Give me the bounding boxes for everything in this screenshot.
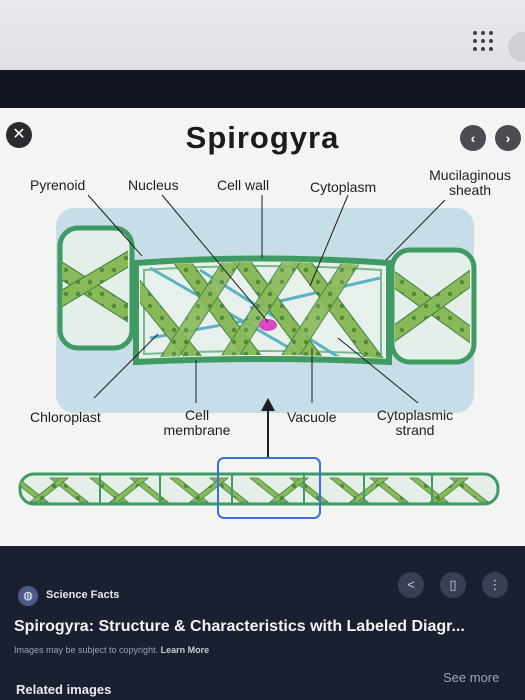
image-info-panel: ◍ Science Facts < ▯ ⋮ Spirogyra: Structu… [0, 546, 525, 700]
label-pyrenoid: Pyrenoid [30, 177, 86, 193]
label-cytoplasm: Cytoplasm [310, 179, 377, 195]
label-mucilaginous-sheath-line1: Mucilaginous [429, 167, 511, 183]
avatar[interactable] [508, 32, 525, 62]
image-preview-card: Spirogyra ✕ ‹ › Pyrenoid Nucleus Cell wa… [0, 108, 525, 546]
upward-arrow [261, 398, 275, 458]
middle-cell [133, 255, 392, 366]
spirogyra-diagram [18, 194, 500, 519]
source-name[interactable]: Science Facts [46, 589, 120, 601]
top-dark-band [0, 70, 525, 110]
share-button[interactable]: < [398, 572, 424, 598]
pointer-lines [87, 194, 446, 404]
bookmark-icon: ▯ [449, 577, 457, 592]
apps-grid-icon[interactable] [472, 30, 494, 52]
label-cytoplasmic-strand-line1: Cytoplasmic [376, 407, 454, 423]
copyright-text: Images may be subject to copyright. [14, 645, 159, 655]
more-options-button[interactable]: ⋮ [482, 572, 508, 598]
highlight-box [217, 457, 321, 519]
nucleus-shape [259, 319, 277, 331]
copyright-notice: Images may be subject to copyright. Lear… [14, 645, 209, 655]
label-cell-membrane-line1: Cell [184, 407, 210, 423]
filament-strip [18, 472, 500, 506]
page-title: Spirogyra [185, 120, 340, 155]
label-cell-wall: Cell wall [217, 177, 270, 193]
save-button[interactable]: ▯ [440, 572, 466, 598]
see-more-link[interactable]: See more [443, 670, 500, 685]
label-vacuole: Vacuole [287, 409, 337, 425]
label-mucilaginous-sheath: Mucilaginous sheath [418, 168, 522, 198]
more-vert-icon: ⋮ [488, 577, 502, 592]
close-button[interactable]: ✕ [6, 122, 32, 148]
label-mucilaginous-sheath-line2: sheath [448, 182, 492, 198]
label-cell-membrane-line2: membrane [163, 422, 231, 438]
previous-image-button[interactable]: ‹ [460, 125, 486, 151]
share-icon: < [407, 577, 415, 592]
label-chloroplast: Chloroplast [30, 409, 101, 425]
chevron-left-icon: ‹ [470, 130, 476, 146]
right-cell [389, 247, 477, 365]
chevron-right-icon: › [505, 130, 511, 146]
label-nucleus: Nucleus [128, 177, 179, 193]
label-cell-membrane: Cell membrane [152, 408, 242, 438]
label-cytoplasmic-strand: Cytoplasmic strand [366, 408, 464, 438]
close-icon: ✕ [12, 126, 26, 143]
left-cell [57, 225, 135, 351]
label-cytoplasmic-strand-line2: strand [395, 422, 435, 438]
browser-top-bar [0, 0, 525, 70]
next-image-button[interactable]: › [495, 125, 521, 151]
related-images-heading: Related images [16, 682, 112, 697]
globe-icon: ◍ [18, 586, 38, 606]
learn-more-link[interactable]: Learn More [160, 645, 210, 655]
result-caption[interactable]: Spirogyra: Structure & Characteristics w… [14, 618, 465, 635]
